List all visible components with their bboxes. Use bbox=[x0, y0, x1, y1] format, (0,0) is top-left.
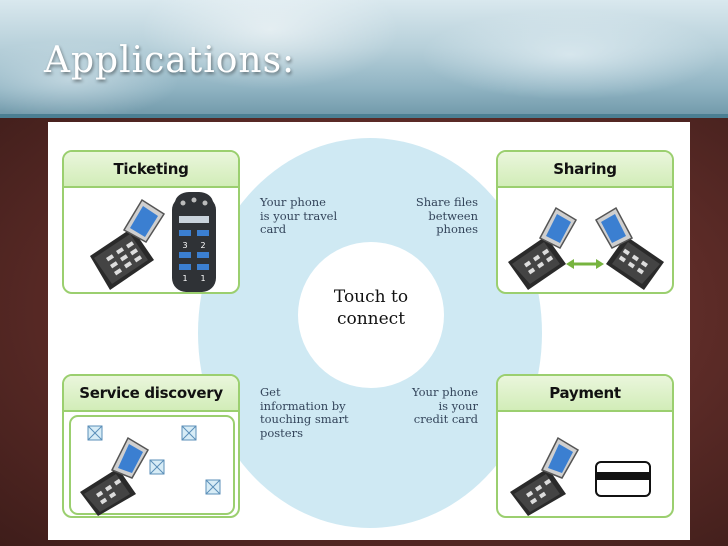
ticketing-card: Ticketing bbox=[62, 150, 240, 294]
service-discovery-description: Get information by touching smart poster… bbox=[260, 385, 349, 440]
reader-key-label: 2 bbox=[200, 241, 205, 250]
header-highlight bbox=[0, 40, 180, 118]
reader-key-label: 1 bbox=[200, 274, 205, 283]
center-label-line: Touch to bbox=[333, 287, 409, 307]
payment-illustration bbox=[510, 436, 651, 516]
phone-icon bbox=[594, 206, 664, 290]
payment-description: Your phone is your credit card bbox=[388, 385, 478, 427]
slide-title: Applications: bbox=[44, 40, 296, 81]
reader-key-label: 3 bbox=[182, 241, 187, 250]
ticketing-illustration: 3 2 1 1 bbox=[90, 192, 216, 292]
description-line: Share files bbox=[415, 195, 478, 209]
description-line: is your bbox=[438, 398, 478, 413]
ticketing-description: Your phone is your travel card bbox=[260, 195, 338, 237]
description-line: phones bbox=[436, 222, 478, 236]
description-line: posters bbox=[260, 425, 304, 440]
phone-icon bbox=[80, 436, 150, 516]
sharing-illustration bbox=[508, 206, 664, 290]
description-line: credit card bbox=[413, 412, 478, 426]
ticket-reader-icon: 3 2 1 1 bbox=[172, 192, 216, 292]
phone-icon bbox=[510, 436, 580, 516]
service-discovery-card: Service discovery bbox=[62, 374, 240, 518]
nfc-applications-figure: Touch to connect Your phone is your trav… bbox=[48, 122, 690, 540]
inner-circle bbox=[298, 242, 444, 388]
phone-icon bbox=[90, 198, 166, 290]
service-discovery-illustration bbox=[69, 415, 235, 516]
poster-tag-icon bbox=[87, 425, 221, 495]
description-line: information by bbox=[260, 398, 346, 413]
description-line: Your phone bbox=[260, 195, 326, 209]
phone-icon bbox=[508, 206, 578, 290]
description-line: touching smart bbox=[260, 412, 349, 426]
card-title: Ticketing bbox=[64, 152, 238, 188]
slide-header-background bbox=[0, 0, 728, 118]
description-line: between bbox=[428, 208, 478, 223]
description-line: Your phone bbox=[412, 385, 478, 399]
card-title: Payment bbox=[498, 376, 672, 412]
sharing-card: Sharing bbox=[496, 150, 674, 294]
reader-key-label: 1 bbox=[182, 274, 187, 283]
share-arrow-icon bbox=[566, 259, 604, 269]
center-label: Touch to connect bbox=[298, 286, 444, 330]
description-line: Get bbox=[260, 385, 281, 399]
payment-card: Payment bbox=[496, 374, 674, 518]
card-title: Service discovery bbox=[64, 376, 238, 412]
header-divider bbox=[0, 114, 728, 118]
sharing-description: Share files between phones bbox=[388, 195, 478, 237]
description-line: is your travel bbox=[260, 208, 338, 223]
description-line: card bbox=[260, 222, 287, 236]
credit-card-icon bbox=[595, 461, 651, 497]
card-title: Sharing bbox=[498, 152, 672, 188]
center-label-line: connect bbox=[336, 309, 406, 329]
header-highlight bbox=[420, 10, 720, 100]
